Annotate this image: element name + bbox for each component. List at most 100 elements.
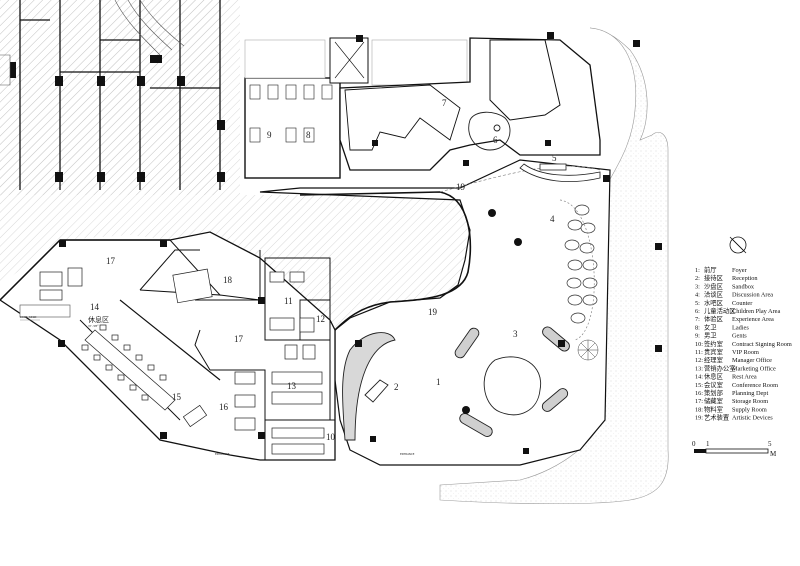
children-play-area: [468, 111, 511, 151]
legend-chinese: 物料室: [704, 404, 723, 413]
room-4-label: 4: [550, 214, 555, 224]
furniture: [19, 84, 333, 455]
legend-number: 12:: [695, 357, 703, 364]
room-16-label: 16: [219, 402, 229, 412]
scale-zero: 0: [692, 440, 696, 448]
legend-english: Experience Area: [732, 316, 774, 323]
room-1-label: 1: [436, 377, 441, 387]
dimension-labels: DOOR SIGN ENTRANCE ENTRANCE: [20, 315, 415, 456]
legend-english: Reception: [732, 275, 758, 282]
legend-chinese: 会议室: [704, 380, 723, 389]
legend-number: 13:: [695, 365, 703, 372]
room-5-label: 5: [552, 153, 557, 163]
room-2-label: 2: [394, 382, 399, 392]
legend-number: 9:: [695, 333, 700, 340]
legend-english: Planning Dept: [732, 390, 768, 397]
svg-text:ENTRANCE: ENTRANCE: [400, 452, 415, 456]
legend-english: Marketing Office: [732, 365, 776, 372]
room-3-label: 3: [513, 329, 518, 339]
legend-chinese: 男卫: [704, 332, 717, 340]
legend-number: 6:: [695, 308, 700, 315]
legend-english: Sandbox: [732, 283, 755, 290]
room-11-label: 11: [284, 296, 293, 306]
legend-row: 16:策划部 Planning Dept: [695, 388, 768, 397]
discussion-seating: [559, 199, 598, 341]
legend-number: 1:: [695, 267, 700, 274]
svg-text:ENTRANCE: ENTRANCE: [215, 452, 230, 456]
legend-chinese: 前厅: [704, 265, 717, 274]
room-17b-label: 17: [234, 334, 244, 344]
room-10-label: 10: [326, 432, 336, 442]
water-bar: [519, 163, 601, 182]
legend-chinese: 策划部: [704, 388, 723, 397]
legend-english: Artistic Devices: [732, 415, 773, 422]
legend-chinese: 贵宾室: [704, 347, 723, 356]
existing-building-left: [0, 0, 470, 330]
legend-chinese: 儿童活动区: [704, 306, 735, 315]
legend-row: 18:物料室 Supply Room: [695, 404, 767, 413]
rest-area-size: 37.5M²: [88, 324, 99, 328]
legend-english: Foyer: [732, 267, 748, 274]
legend-number: 4:: [695, 292, 700, 299]
legend-english: Ladies: [732, 324, 749, 331]
legend-english: Contract Signing Room: [732, 341, 792, 348]
room-17a-label: 17: [106, 256, 116, 266]
legend-number: 18:: [695, 406, 703, 413]
legend-row: 17:储藏室 Storage Room: [695, 396, 768, 405]
legend-number: 16:: [695, 390, 703, 397]
room-8-label: 8: [306, 130, 311, 140]
legend-row: 7: 体验区 Experience Area: [695, 314, 774, 323]
legend-row: 1: 前厅 Foyer: [695, 265, 748, 274]
structural-columns: [58, 32, 662, 454]
legend-number: 8:: [695, 324, 700, 331]
legend-english: Storage Room: [732, 398, 768, 405]
room-18-label: 18: [223, 275, 233, 285]
north-arrow-icon: [729, 236, 747, 254]
legend-number: 7:: [695, 316, 700, 323]
room-numbers: 1 2 3 4 5 6 7 8 9 10 11 12 13 14 15 16 1…: [88, 98, 557, 442]
reception-and-sandbox: [342, 326, 570, 441]
legend-english: Supply Room: [732, 406, 767, 413]
scale-unit: M: [770, 450, 777, 458]
room-6-label: 6: [493, 135, 498, 145]
legend-row: 3: 沙盘区 Sandbox: [695, 281, 755, 290]
legend-chinese: 水吧区: [704, 298, 723, 307]
legend-english: Discussion Area: [732, 292, 773, 299]
rest-area-label: 休息区: [88, 315, 109, 324]
legend-number: 3:: [695, 283, 700, 290]
legend-chinese: 体验区: [704, 314, 723, 323]
legend-chinese: 沙盘区: [704, 281, 723, 290]
legend-number: 14:: [695, 374, 703, 381]
legend-chinese: 经理室: [704, 355, 723, 364]
legend-english: Conference Room: [732, 382, 778, 389]
room-19b-label: 19: [428, 307, 438, 317]
legend-chinese: 签约室: [704, 339, 723, 348]
legend-number: 17:: [695, 398, 703, 405]
legend-number: 11:: [695, 349, 703, 356]
legend-chinese: 储藏室: [704, 396, 723, 405]
legend-english: Children Play Area: [732, 308, 780, 315]
landscape-area: [439, 27, 669, 505]
scale-bar: 0 1 5 M: [692, 440, 777, 458]
room-12-label: 12: [316, 314, 325, 324]
scale-five: 5: [768, 440, 772, 448]
legend-chinese: 营销办公室: [704, 363, 735, 372]
legend-row: 10:签约室 Contract Signing Room: [695, 339, 792, 348]
legend-chinese: 艺术装置: [704, 413, 729, 422]
legend-number: 10:: [695, 341, 703, 348]
legend-english: Manager Office: [732, 357, 772, 364]
legend-english: Counter: [732, 300, 753, 307]
legend-english: Rest Area: [732, 374, 757, 381]
room-7-label: 7: [442, 98, 447, 108]
scale-one: 1: [706, 440, 710, 448]
